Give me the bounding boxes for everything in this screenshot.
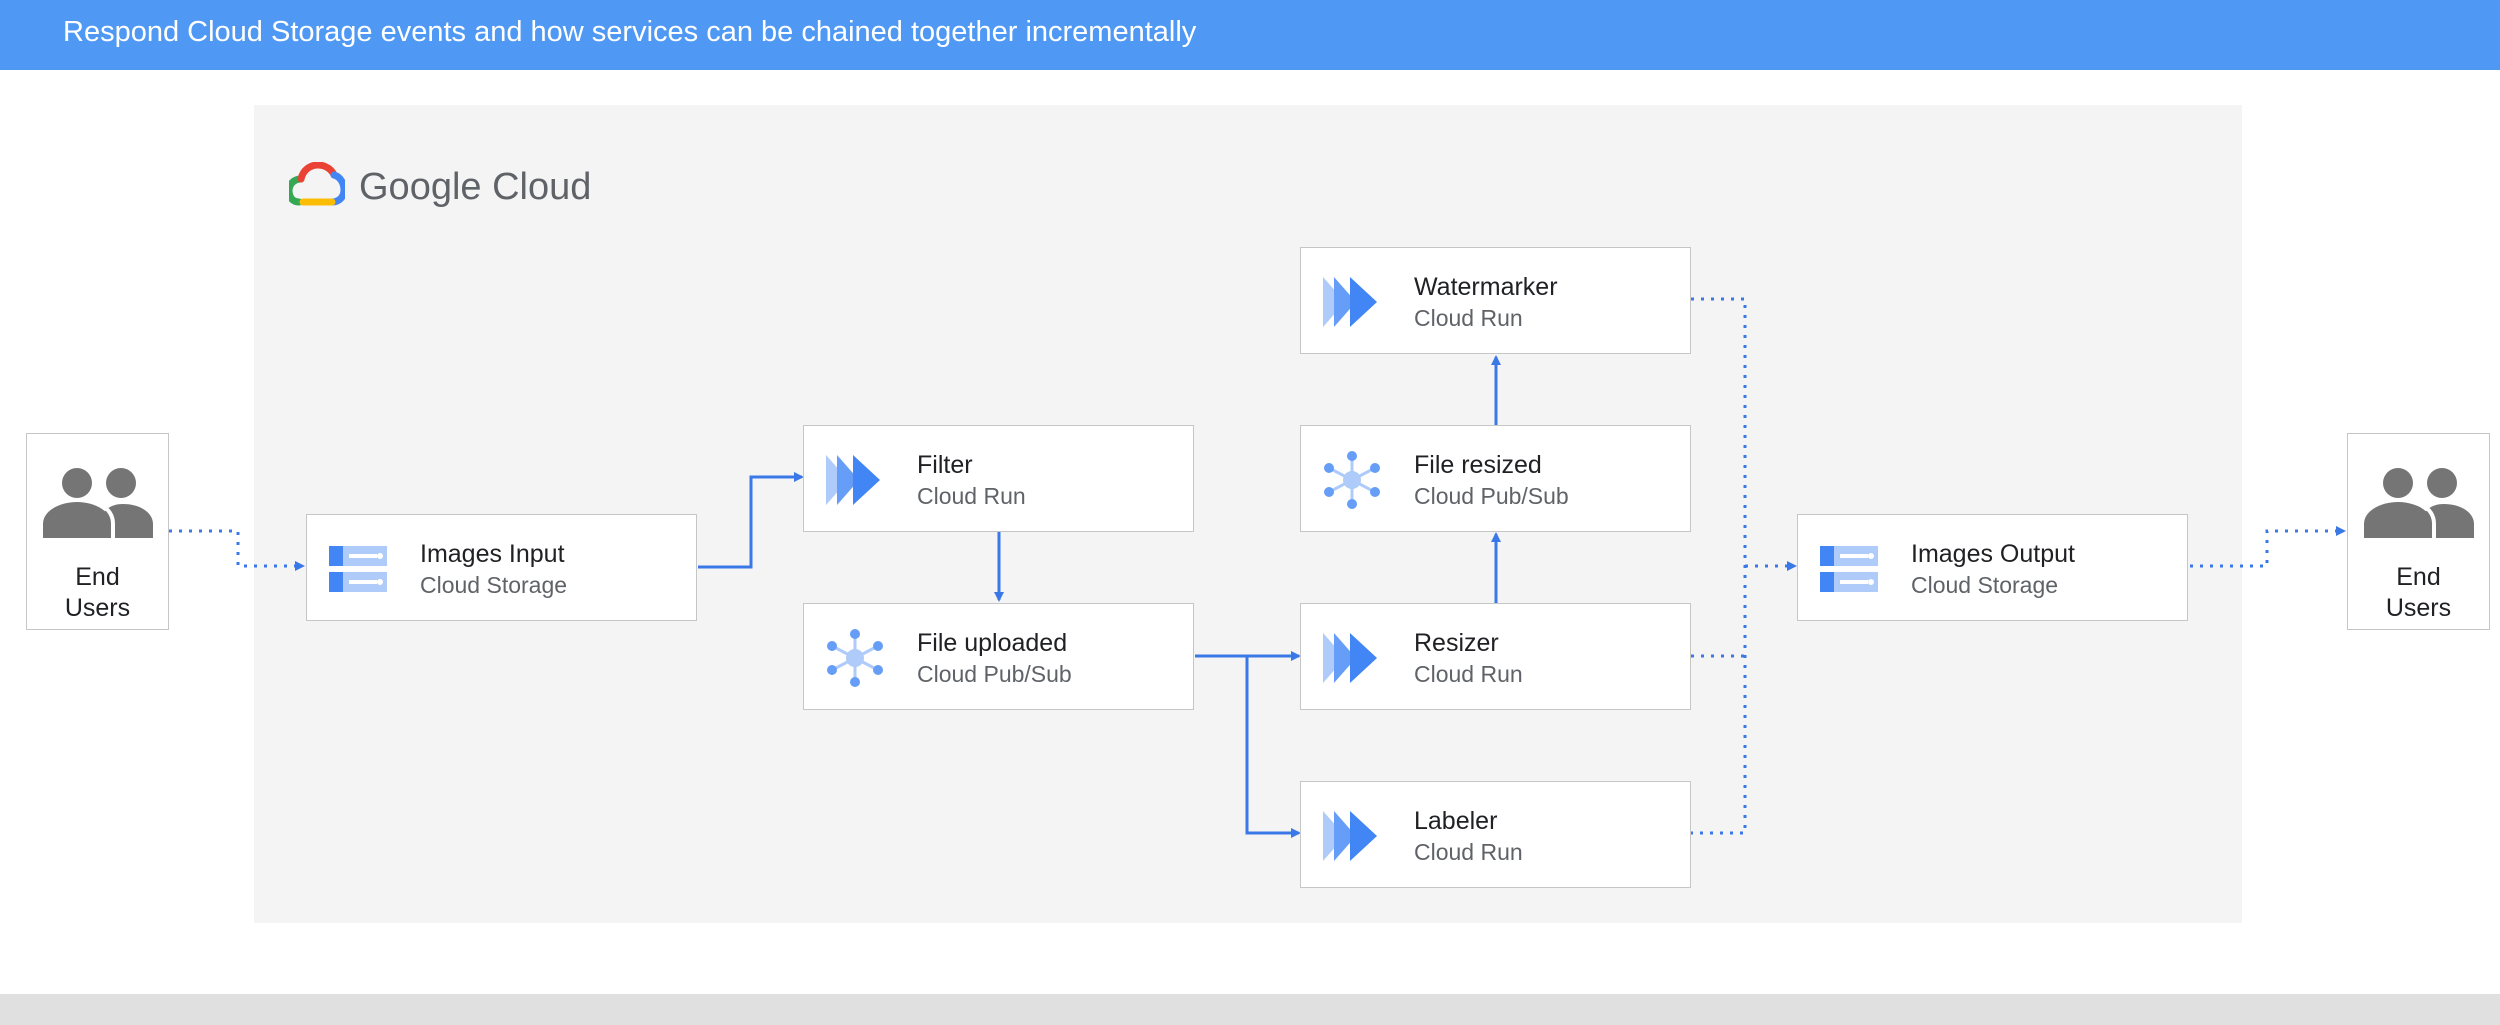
node-labeler: Labeler Cloud Run bbox=[1300, 781, 1691, 888]
node-name: File uploaded bbox=[917, 629, 1068, 657]
edge-output-to-users-line bbox=[2190, 526, 2346, 568]
google-cloud-wordmark: Google Cloud bbox=[359, 166, 592, 208]
node-name: Watermarker bbox=[1414, 273, 1558, 301]
end-users-left: End Users bbox=[26, 433, 169, 630]
node-watermarker: Watermarker Cloud Run bbox=[1300, 247, 1691, 354]
node-name: Filter bbox=[917, 451, 973, 479]
node-service: Cloud Run bbox=[917, 483, 1026, 509]
node-name: File resized bbox=[1414, 451, 1542, 479]
node-file-resized: File resized Cloud Pub/Sub bbox=[1300, 425, 1691, 532]
edge-users-to-input bbox=[169, 529, 305, 571]
footer-bar bbox=[0, 994, 2500, 1025]
cloud-storage-icon bbox=[1820, 546, 1878, 592]
node-service: Cloud Run bbox=[1414, 305, 1523, 331]
google-cloud-logo-icon bbox=[289, 162, 345, 206]
users-icon bbox=[2362, 466, 2476, 538]
edge-input-to-filter bbox=[698, 472, 804, 569]
pubsub-icon bbox=[826, 629, 884, 687]
end-users-label: End Users bbox=[2385, 563, 2452, 622]
node-name: Labeler bbox=[1414, 807, 1498, 835]
cloud-run-icon bbox=[1323, 633, 1377, 683]
node-resizer: Resizer Cloud Run bbox=[1300, 603, 1691, 710]
header-bar: Respond Cloud Storage events and how ser… bbox=[0, 0, 2500, 70]
node-service: Cloud Run bbox=[1414, 661, 1523, 687]
edge-uploaded-to-labeler bbox=[1245, 656, 1301, 838]
cloud-run-icon bbox=[826, 455, 880, 505]
node-service: Cloud Pub/Sub bbox=[1414, 483, 1569, 509]
node-service: Cloud Storage bbox=[1911, 572, 2059, 598]
node-name: Images Output bbox=[1911, 540, 2075, 568]
node-service: Cloud Storage bbox=[420, 572, 568, 598]
node-service: Cloud Pub/Sub bbox=[917, 661, 1072, 687]
edge-watermarker-to-output bbox=[1691, 297, 1747, 835]
pubsub-icon bbox=[1323, 451, 1381, 509]
node-filter: Filter Cloud Run bbox=[803, 425, 1194, 532]
node-images-input: Images Input Cloud Storage bbox=[306, 514, 697, 621]
cloud-storage-icon bbox=[329, 546, 387, 592]
cloud-run-icon bbox=[1323, 811, 1377, 861]
node-name: Images Input bbox=[420, 540, 565, 568]
cloud-run-icon bbox=[1323, 277, 1377, 327]
node-service: Cloud Run bbox=[1414, 839, 1523, 865]
node-name: Resizer bbox=[1414, 629, 1499, 657]
node-file-uploaded: File uploaded Cloud Pub/Sub bbox=[803, 603, 1194, 710]
page-title: Respond Cloud Storage events and how ser… bbox=[63, 16, 1197, 48]
node-images-output: Images Output Cloud Storage bbox=[1797, 514, 2188, 621]
users-icon bbox=[41, 466, 155, 538]
end-users-right: End Users bbox=[2347, 433, 2490, 630]
end-users-label: End Users bbox=[64, 563, 131, 622]
